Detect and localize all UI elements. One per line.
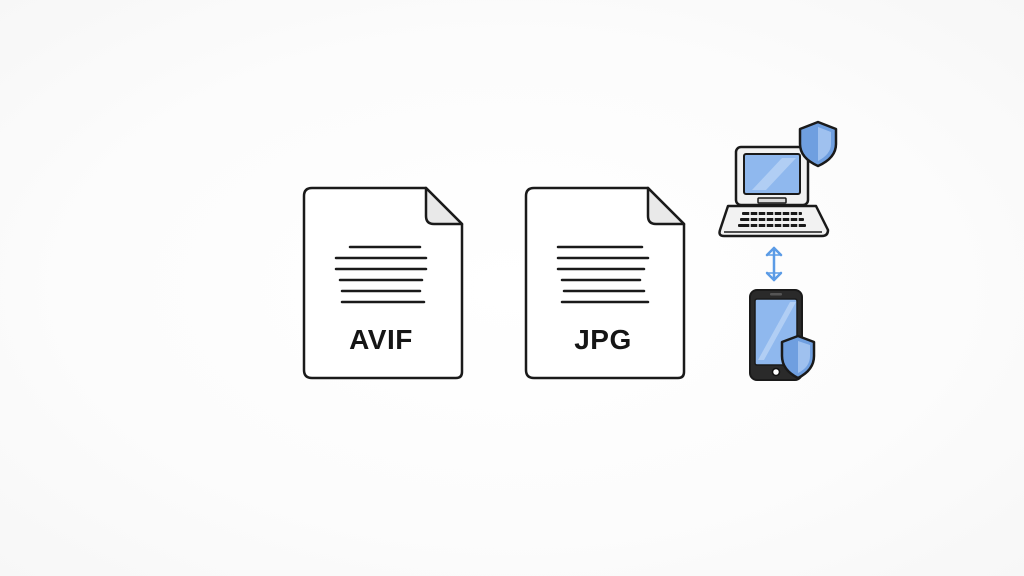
smartphone-icon bbox=[744, 286, 818, 384]
avif-file: AVIF bbox=[302, 186, 468, 382]
jpg-label: JPG bbox=[574, 324, 632, 355]
document-icon bbox=[302, 186, 464, 380]
document-icon bbox=[524, 186, 686, 380]
laptop-icon bbox=[718, 120, 838, 244]
sync-arrows-icon bbox=[760, 244, 788, 284]
jpg-file: JPG bbox=[524, 186, 690, 382]
shield-icon bbox=[798, 120, 838, 168]
avif-label: AVIF bbox=[349, 324, 413, 355]
shield-icon bbox=[780, 334, 816, 380]
